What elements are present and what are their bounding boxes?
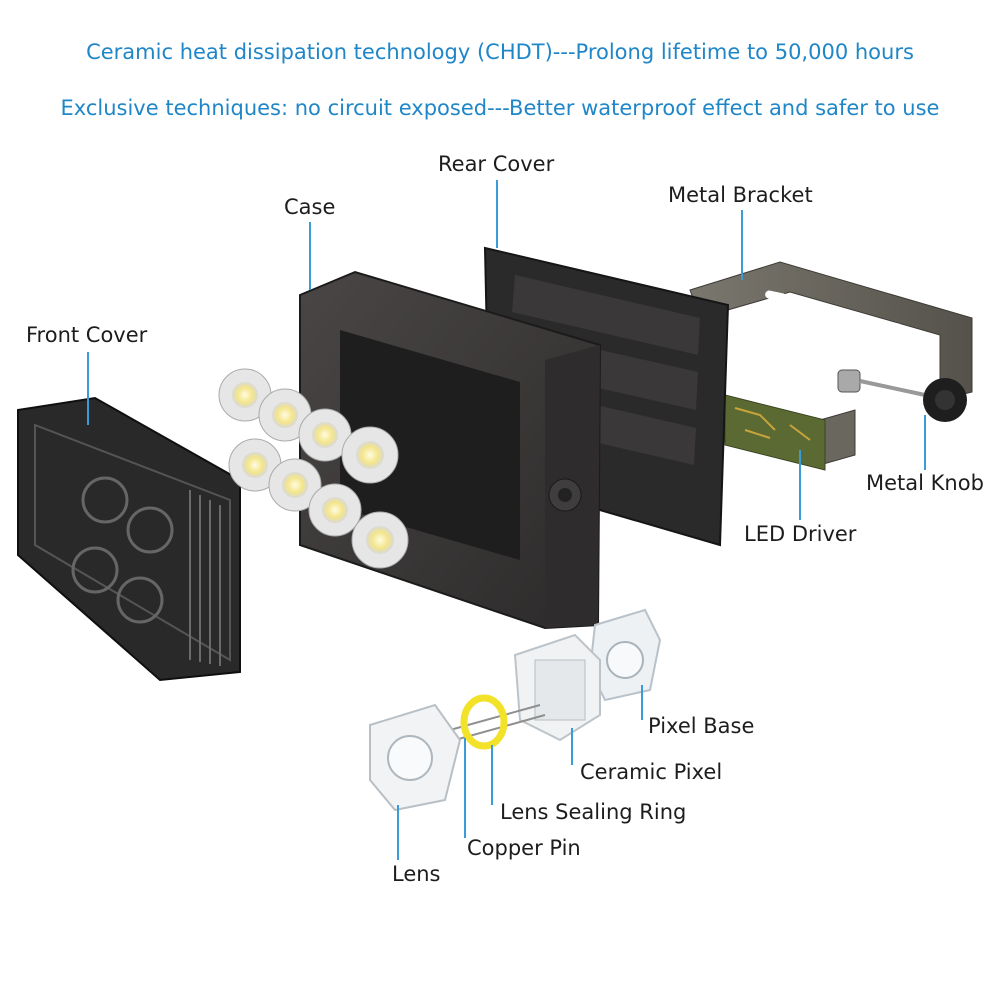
ceramic-pixel-part bbox=[513, 633, 601, 742]
leader-lines bbox=[87, 180, 926, 860]
front-cover-grille bbox=[17, 396, 241, 682]
led-driver-board bbox=[724, 394, 826, 471]
headline-exclusive-techniques: Exclusive techniques: no circuit exposed… bbox=[60, 96, 940, 120]
label-led-driver: LED Driver bbox=[744, 522, 857, 546]
led-modules bbox=[218, 368, 409, 569]
pixel-base-part bbox=[588, 608, 662, 702]
label-rear-cover: Rear Cover bbox=[438, 152, 555, 176]
label-case: Case bbox=[284, 195, 336, 219]
label-ceramic-pixel: Ceramic Pixel bbox=[580, 760, 723, 784]
headline-ceramic-heat-dissipation: Ceramic heat dissipation technology (CHD… bbox=[86, 40, 914, 64]
metal-knob bbox=[837, 369, 967, 422]
label-metal-knob: Metal Knob bbox=[866, 471, 984, 495]
label-metal-bracket: Metal Bracket bbox=[668, 183, 813, 207]
lens-part bbox=[369, 703, 462, 812]
label-copper-pin: Copper Pin bbox=[467, 836, 581, 860]
label-pixel-base: Pixel Base bbox=[648, 714, 755, 738]
metal-bracket bbox=[689, 261, 973, 466]
lens-sealing-ring-part bbox=[460, 694, 508, 750]
label-lens-sealing-ring: Lens Sealing Ring bbox=[500, 800, 687, 824]
label-front-cover: Front Cover bbox=[26, 323, 148, 347]
label-lens: Lens bbox=[392, 862, 441, 886]
